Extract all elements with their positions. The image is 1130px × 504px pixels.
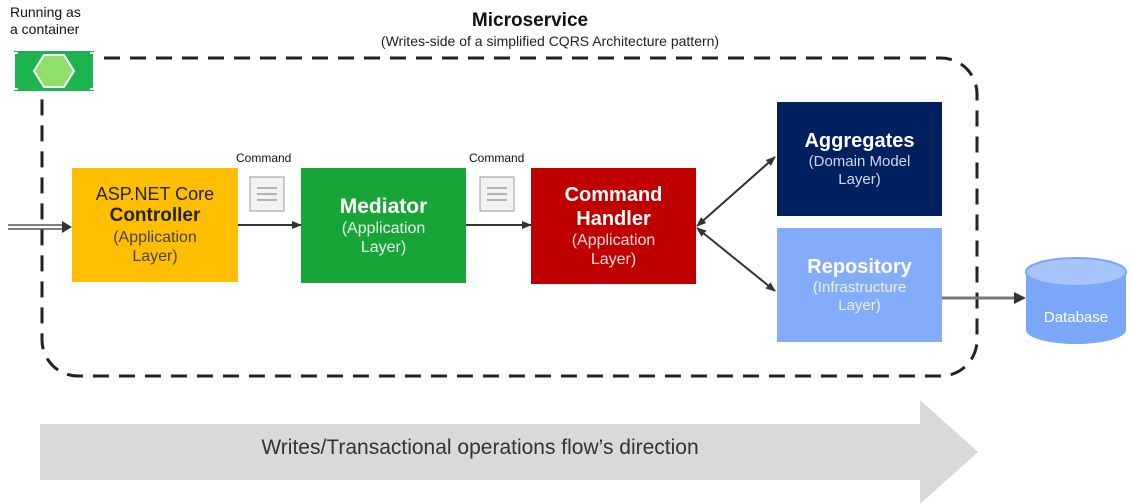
handler-line1: Command	[564, 183, 663, 206]
aggregates-line3: Layer)	[838, 171, 881, 188]
flow-direction-arrow	[40, 400, 978, 504]
aggregates-line1: Aggregates	[804, 130, 915, 152]
hexagon-container-icon	[13, 51, 95, 91]
aggregates-line2: (Domain Model	[808, 153, 911, 170]
handler-line4: Layer)	[590, 251, 637, 268]
handler-repository-arrow	[696, 227, 776, 292]
repository-line3: Layer)	[838, 297, 881, 314]
mediator-line2: (Application	[341, 219, 426, 237]
command-document-icon-1	[249, 176, 285, 212]
database-label: Database	[1043, 309, 1109, 326]
aggregates-box: Aggregates (Domain Model Layer)	[777, 102, 942, 216]
flow-direction-label: Writes/Transactional operations flow’s d…	[261, 436, 699, 459]
controller-line1: ASP.NET Core	[95, 183, 215, 204]
handler-line2: Handler	[576, 207, 651, 230]
mediator-line1: Mediator	[339, 194, 428, 218]
controller-line2: Controller	[109, 205, 201, 227]
controller-box: ASP.NET Core Controller (Application Lay…	[72, 168, 238, 282]
repository-line1: Repository	[807, 256, 912, 278]
command-document-icon-2	[479, 176, 515, 212]
container-label-line1: Running as	[10, 4, 81, 20]
incoming-arrow	[8, 221, 72, 233]
controller-line3: (Application	[113, 229, 197, 246]
handler-line3: (Application	[571, 231, 656, 249]
controller-line4: Layer)	[132, 248, 178, 266]
mediator-box: Mediator (Application Layer)	[301, 168, 466, 283]
command-handler-box: Command Handler (Application Layer)	[531, 168, 696, 284]
microservice-boundary	[40, 56, 979, 378]
diagram-title: Microservice	[471, 10, 589, 31]
repository-box: Repository (Infrastructure Layer)	[777, 228, 942, 342]
command-label-2: Command	[469, 151, 525, 165]
container-label: Running as a container	[10, 4, 120, 38]
container-label-line2: a container	[10, 21, 80, 37]
command-label-1: Command	[236, 151, 292, 165]
database-icon	[1025, 257, 1127, 344]
repository-line2: (Infrastructure	[812, 279, 907, 296]
diagram-subtitle: (Writes-side of a simplified CQRS Archit…	[380, 33, 720, 49]
mediator-line3: Layer)	[360, 239, 407, 257]
handler-aggregates-arrow	[696, 156, 776, 227]
repository-to-database-arrow	[942, 292, 1026, 304]
